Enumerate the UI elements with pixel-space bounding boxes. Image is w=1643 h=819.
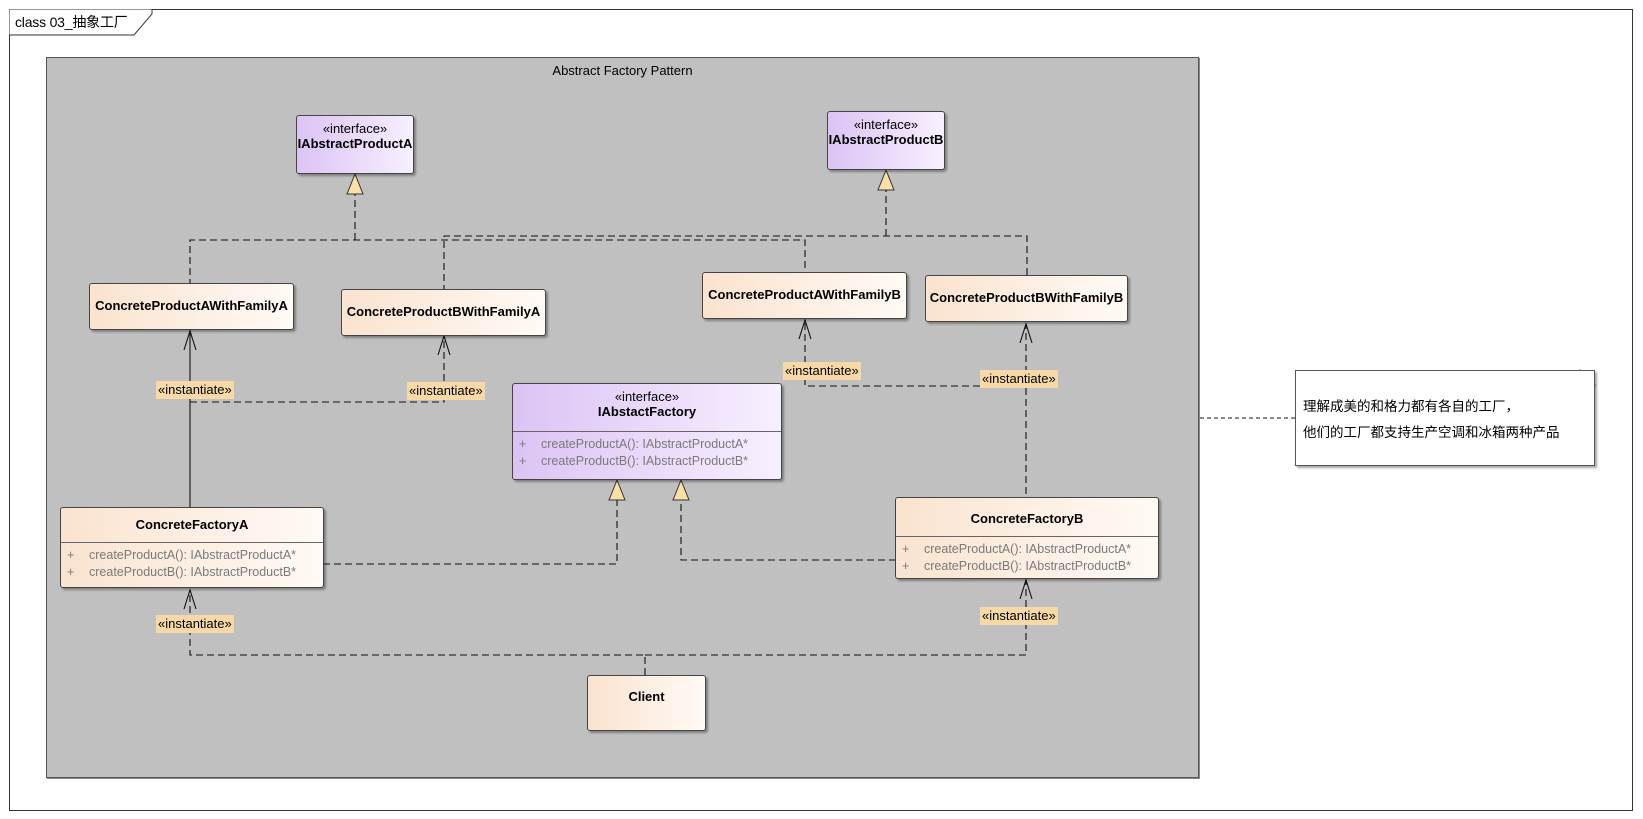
class-Client[interactable]: Client bbox=[587, 675, 706, 731]
operation[interactable]: +createProductA(): IAbstractProductA* bbox=[519, 437, 749, 451]
label-instantiate: «instantiate» bbox=[980, 370, 1058, 388]
arrowhead-productB-familyA bbox=[437, 334, 451, 356]
label-instantiate: «instantiate» bbox=[407, 382, 485, 400]
class-name: ConcreteProductAWithFamilyA bbox=[95, 298, 288, 313]
interface-name: IAbstractProductB bbox=[828, 132, 944, 147]
operations: +createProductA(): IAbstractProductA* +c… bbox=[513, 431, 781, 470]
stereotype: «interface» bbox=[322, 121, 388, 136]
class-ConcreteFactoryB[interactable]: ConcreteFactoryB +createProductA(): IAbs… bbox=[895, 497, 1159, 579]
frame-tab bbox=[9, 9, 153, 36]
dep-client-factoryB bbox=[645, 580, 1027, 656]
diagram-frame bbox=[9, 9, 1633, 811]
interface-IAbstractProductA[interactable]: «interface» IAbstractProductA bbox=[296, 115, 414, 174]
interface-name: IAbstactFactory bbox=[597, 404, 697, 419]
arrowhead-factoryB bbox=[1019, 578, 1033, 600]
class-name: ConcreteProductAWithFamilyB bbox=[708, 287, 901, 302]
operations: +createProductA(): IAbstractProductA* +c… bbox=[896, 536, 1158, 575]
class-ConcreteFactoryA[interactable]: ConcreteFactoryA +createProductA(): IAbs… bbox=[60, 507, 324, 588]
label-instantiate: «instantiate» bbox=[156, 381, 234, 399]
dep-client-factoryA bbox=[189, 590, 646, 675]
triangle-factory-left bbox=[608, 478, 626, 501]
arrowhead-productB-familyB bbox=[1019, 322, 1033, 344]
realization-productA bbox=[189, 239, 806, 286]
class-name: ConcreteProductBWithFamilyA bbox=[346, 304, 541, 319]
triangle-productB bbox=[877, 168, 895, 191]
label-instantiate: «instantiate» bbox=[980, 607, 1058, 625]
operation[interactable]: +createProductA(): IAbstractProductA* bbox=[67, 548, 297, 562]
frame-label: class 03_抽象工厂 bbox=[15, 14, 128, 30]
arrowhead-factoryA bbox=[183, 588, 197, 610]
stereotype: «interface» bbox=[614, 389, 680, 404]
interface-name: IAbstractProductA bbox=[297, 136, 413, 151]
operation[interactable]: +createProductA(): IAbstractProductA* bbox=[902, 542, 1132, 556]
realization-factoryB bbox=[680, 500, 896, 561]
operation[interactable]: +createProductB(): IAbstractProductB* bbox=[519, 454, 749, 468]
operation[interactable]: +createProductB(): IAbstractProductB* bbox=[67, 565, 297, 579]
interface-IAbstactFactory[interactable]: «interface» IAbstactFactory +createProdu… bbox=[512, 383, 782, 480]
class-name: Client bbox=[628, 689, 665, 704]
stereotype: «interface» bbox=[853, 117, 919, 132]
triangle-factory-right bbox=[672, 478, 690, 501]
class-ConcreteProductAWithFamilyB[interactable]: ConcreteProductAWithFamilyB bbox=[702, 272, 907, 319]
arrowhead-productA-familyB bbox=[798, 318, 812, 340]
operations: +createProductA(): IAbstractProductA* +c… bbox=[61, 542, 323, 581]
class-name: ConcreteFactoryB bbox=[970, 511, 1084, 526]
class-ConcreteProductAWithFamilyA[interactable]: ConcreteProductAWithFamilyA bbox=[89, 283, 294, 330]
label-instantiate: «instantiate» bbox=[156, 615, 234, 633]
triangle-productA bbox=[346, 172, 364, 195]
note[interactable]: 理解成美的和格力都有各自的工厂， 他们的工厂都支持生产空调和冰箱两种产品 bbox=[1295, 370, 1595, 466]
operation[interactable]: +createProductB(): IAbstractProductB* bbox=[902, 559, 1132, 573]
realization-factoryA bbox=[323, 500, 618, 565]
interface-IAbstractProductB[interactable]: «interface» IAbstractProductB bbox=[827, 111, 945, 170]
realization-productB bbox=[443, 235, 1028, 292]
note-line-1: 理解成美的和格力都有各自的工厂， bbox=[1303, 399, 1519, 414]
dep-factoryA-productB-familyA bbox=[190, 336, 445, 403]
package-title: Abstract Factory Pattern bbox=[552, 63, 693, 78]
note-line-2: 他们的工厂都支持生产空调和冰箱两种产品 bbox=[1303, 425, 1560, 440]
label-instantiate: «instantiate» bbox=[783, 362, 861, 380]
class-name: ConcreteProductBWithFamilyB bbox=[929, 290, 1124, 305]
dep-factoryB-productA-familyB bbox=[804, 320, 1024, 387]
arrowhead-productA-familyA bbox=[183, 329, 197, 351]
class-ConcreteProductBWithFamilyA[interactable]: ConcreteProductBWithFamilyA bbox=[341, 289, 546, 336]
class-ConcreteProductBWithFamilyB[interactable]: ConcreteProductBWithFamilyB bbox=[925, 275, 1128, 322]
class-name: ConcreteFactoryA bbox=[135, 517, 249, 532]
